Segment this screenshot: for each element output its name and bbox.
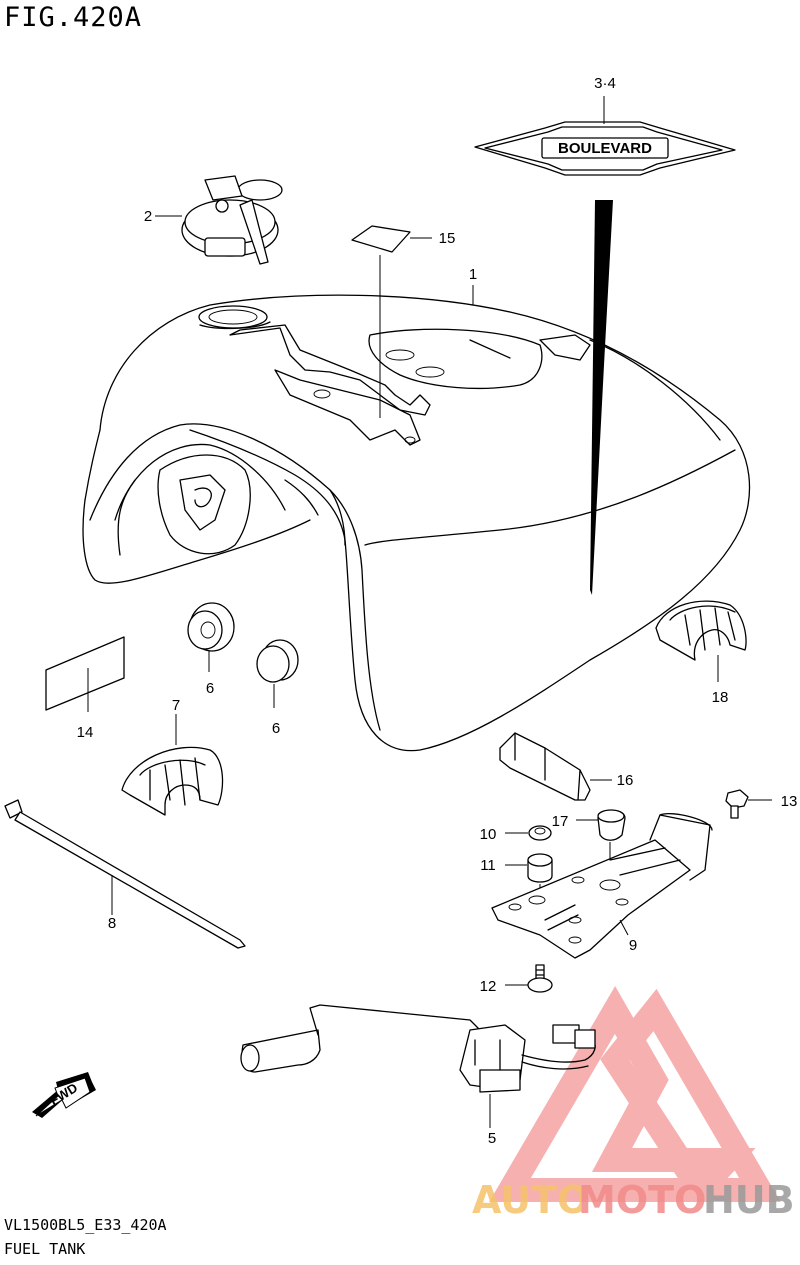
fwd-arrow: FWD [32,1072,96,1118]
cushion-part-17: 17 [552,809,626,880]
spacer-part-11: 11 [480,853,553,905]
callout-2: 2 [144,208,152,225]
rubber-cushion-part-18: 18 [655,600,747,706]
bolt-part-13: 13 [725,789,798,819]
callout-18: 18 [712,689,729,706]
watermark-logo [489,986,781,1202]
boulevard-emblem: BOULEVARD 3·4 [474,75,736,176]
model-code: VL1500BL5_E33_420A [4,1216,167,1234]
bolt-part-12: 12 [480,964,553,995]
callout-5: 5 [488,1130,496,1147]
callout-13: 13 [781,793,798,810]
figure-title: FIG.420A [4,2,143,33]
bracket-block-part-16: 16 [499,732,634,801]
callout-14: 14 [77,724,94,741]
fuel-level-sender-part-5: 5 [240,1004,596,1147]
section-name: FUEL TANK [4,1240,86,1258]
label-part-15: 15 [351,225,456,418]
callout-10: 10 [480,826,497,843]
callout-3-4: 3·4 [594,75,616,92]
callout-17: 17 [552,813,569,830]
watermark-text-c: HUB [703,1178,795,1222]
callout-1: 1 [469,266,477,283]
watermark-text: AUTO MOTO HUB [472,1178,795,1222]
tank-stripe-decal [590,200,613,595]
label-part-14: 14 [45,636,125,741]
fuel-cap-with-key: 2 [144,175,283,265]
nut-part-10: 10 [480,825,552,843]
bracket-plate-part-9: 9 [491,813,713,959]
callout-12: 12 [480,978,497,995]
callout-6b: 6 [272,720,280,737]
watermark-text-a: AUTO [472,1178,589,1222]
callout-9: 9 [629,937,637,954]
cushion-part-6b: 6 [256,639,299,737]
cable-tie-part-8: 8 [4,799,246,949]
callout-7: 7 [172,697,180,714]
fuel-tank [82,294,751,752]
cushion-part-6a: 6 [187,602,235,697]
callout-11: 11 [480,857,496,874]
callout-15: 15 [439,230,456,247]
callout-16: 16 [617,772,634,789]
rubber-cushion-part-7: 7 [121,697,224,816]
callout-8: 8 [108,915,116,932]
emblem-text: BOULEVARD [558,140,652,157]
callout-6a: 6 [206,680,214,697]
watermark-text-b: MOTO [578,1178,706,1222]
